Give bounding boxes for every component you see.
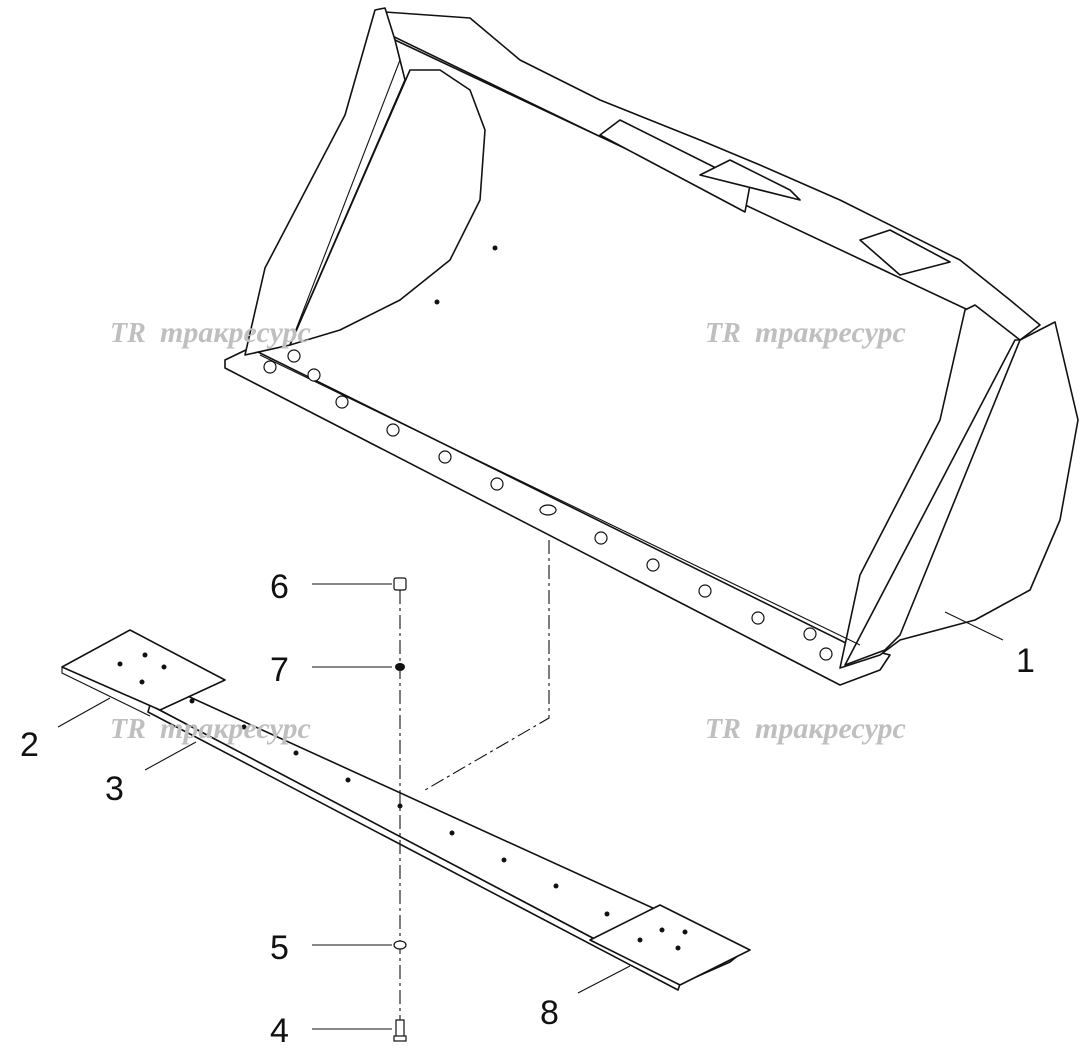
- svg-text:тракресурс: тракресурс: [160, 712, 311, 745]
- bucket: [224, 7, 1079, 686]
- svg-text:тракресурс: тракресурс: [755, 316, 906, 349]
- nut-icon: [393, 577, 407, 591]
- svg-text:TR: TR: [110, 714, 146, 745]
- bucket-bolt-holes: [263, 349, 833, 661]
- end-plate-holes-left: [117, 652, 167, 685]
- bolt-icon: [393, 1019, 407, 1042]
- svg-text:тракресурс: тракресурс: [160, 316, 311, 349]
- leader-lines: [57, 583, 1004, 1030]
- callout-1: 1: [1016, 642, 1035, 680]
- watermark-bottom-right: TR тракресурс: [705, 712, 906, 745]
- flat-washer-icon: [393, 940, 407, 950]
- watermark-top-left: TR тракресурс: [110, 316, 311, 349]
- callout-4: 4: [270, 1012, 289, 1050]
- svg-text:TR: TR: [110, 318, 146, 349]
- svg-text:TR: TR: [705, 714, 741, 745]
- end-plate-holes-right: [637, 927, 688, 951]
- callout-2: 2: [20, 726, 39, 764]
- svg-text:тракресурс: тракресурс: [755, 712, 906, 745]
- callout-6: 6: [270, 568, 289, 606]
- watermarks: TR тракресурс TR тракресурс TR тракресур…: [110, 316, 906, 745]
- callouts: 1 2 3 4 5 6 7 8: [20, 568, 1035, 1050]
- washer-icon: [395, 663, 405, 671]
- svg-text:TR: TR: [705, 318, 741, 349]
- callout-5: 5: [270, 929, 289, 967]
- fastener-stack: [393, 540, 550, 1042]
- cutting-edge-assembly: [61, 629, 751, 991]
- callout-3: 3: [105, 770, 124, 808]
- callout-8: 8: [540, 994, 559, 1032]
- watermark-bottom-left: TR тракресурс: [110, 712, 311, 745]
- callout-7: 7: [270, 651, 289, 689]
- watermark-top-right: TR тракресурс: [705, 316, 906, 349]
- blade-holes: [189, 698, 610, 917]
